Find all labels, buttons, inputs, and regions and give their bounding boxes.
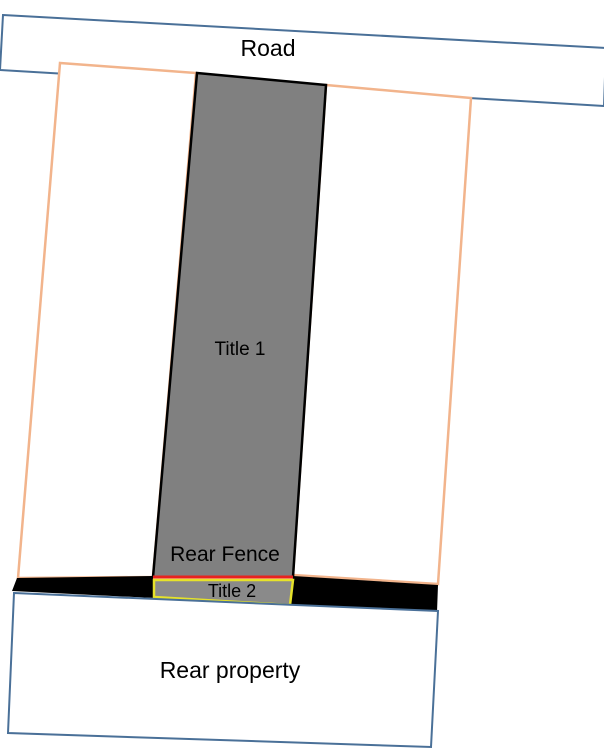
title-2-label: Title 2 <box>208 581 256 601</box>
rear-black-strip <box>12 576 438 612</box>
rear-fence-label: Rear Fence <box>170 543 280 566</box>
rear-property-label: Rear property <box>160 657 301 683</box>
rear-property-shape <box>6 591 440 749</box>
road-shape <box>0 13 604 108</box>
title-1-label: Title 1 <box>214 339 265 360</box>
road-label: Road <box>241 35 296 61</box>
